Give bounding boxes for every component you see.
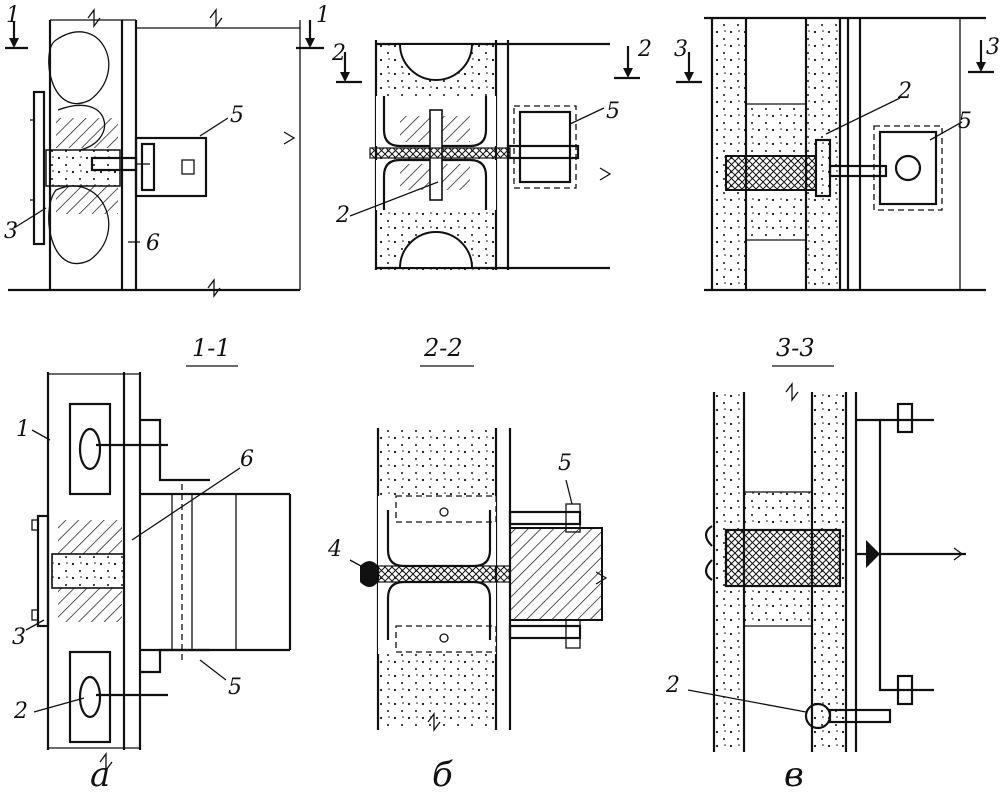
view-section-3-3: [687, 382, 966, 752]
callout-3-bottom-a: 3: [12, 625, 26, 650]
callout-5-bottom-b: 5: [558, 451, 572, 476]
cut-mark-3-left: 3: [674, 37, 688, 62]
variant-label-b: б: [432, 755, 453, 792]
callout-2-bottom-v: 2: [665, 673, 680, 698]
callout-1-bottom-a: 1: [16, 417, 30, 442]
text-layer: 1-1 2-2 3-3 а б в 1 1 2 2 3 3 5 3 6 5 2 …: [4, 3, 1000, 792]
view-section-1-1: [25, 372, 292, 772]
view-elevation-a: [5, 8, 324, 298]
cut-mark-1-right: 1: [316, 3, 330, 28]
callout-5-top-v: 5: [958, 109, 972, 134]
callout-5-top-a: 5: [230, 103, 244, 128]
view-section-2-2: [349, 428, 608, 732]
callout-6-bottom-a: 6: [240, 447, 254, 472]
view-elevation-v: [676, 16, 994, 292]
cut-mark-1-left: 1: [6, 3, 20, 28]
callout-2-bottom-a: 2: [13, 699, 28, 724]
view-elevation-b: [336, 40, 640, 270]
cut-mark-2-left: 2: [331, 41, 346, 66]
cut-mark-3-right: 3: [986, 35, 1000, 60]
section-title-2-2: 2-2: [423, 334, 463, 362]
callout-6-top-a: 6: [146, 231, 160, 256]
callout-3-top-a: 3: [4, 219, 18, 244]
callout-2-top-v: 2: [897, 79, 912, 104]
section-title-1-1: 1-1: [192, 334, 231, 362]
variant-label-v: в: [784, 755, 804, 792]
callout-5-top-b: 5: [606, 99, 620, 124]
cut-mark-2-right: 2: [637, 37, 652, 62]
section-title-3-3: 3-3: [776, 334, 815, 362]
variant-label-a: а: [90, 755, 110, 792]
callout-5-bottom-a: 5: [228, 675, 242, 700]
callout-2-top-b: 2: [335, 203, 350, 228]
callout-4-bottom-b: 4: [327, 537, 342, 562]
